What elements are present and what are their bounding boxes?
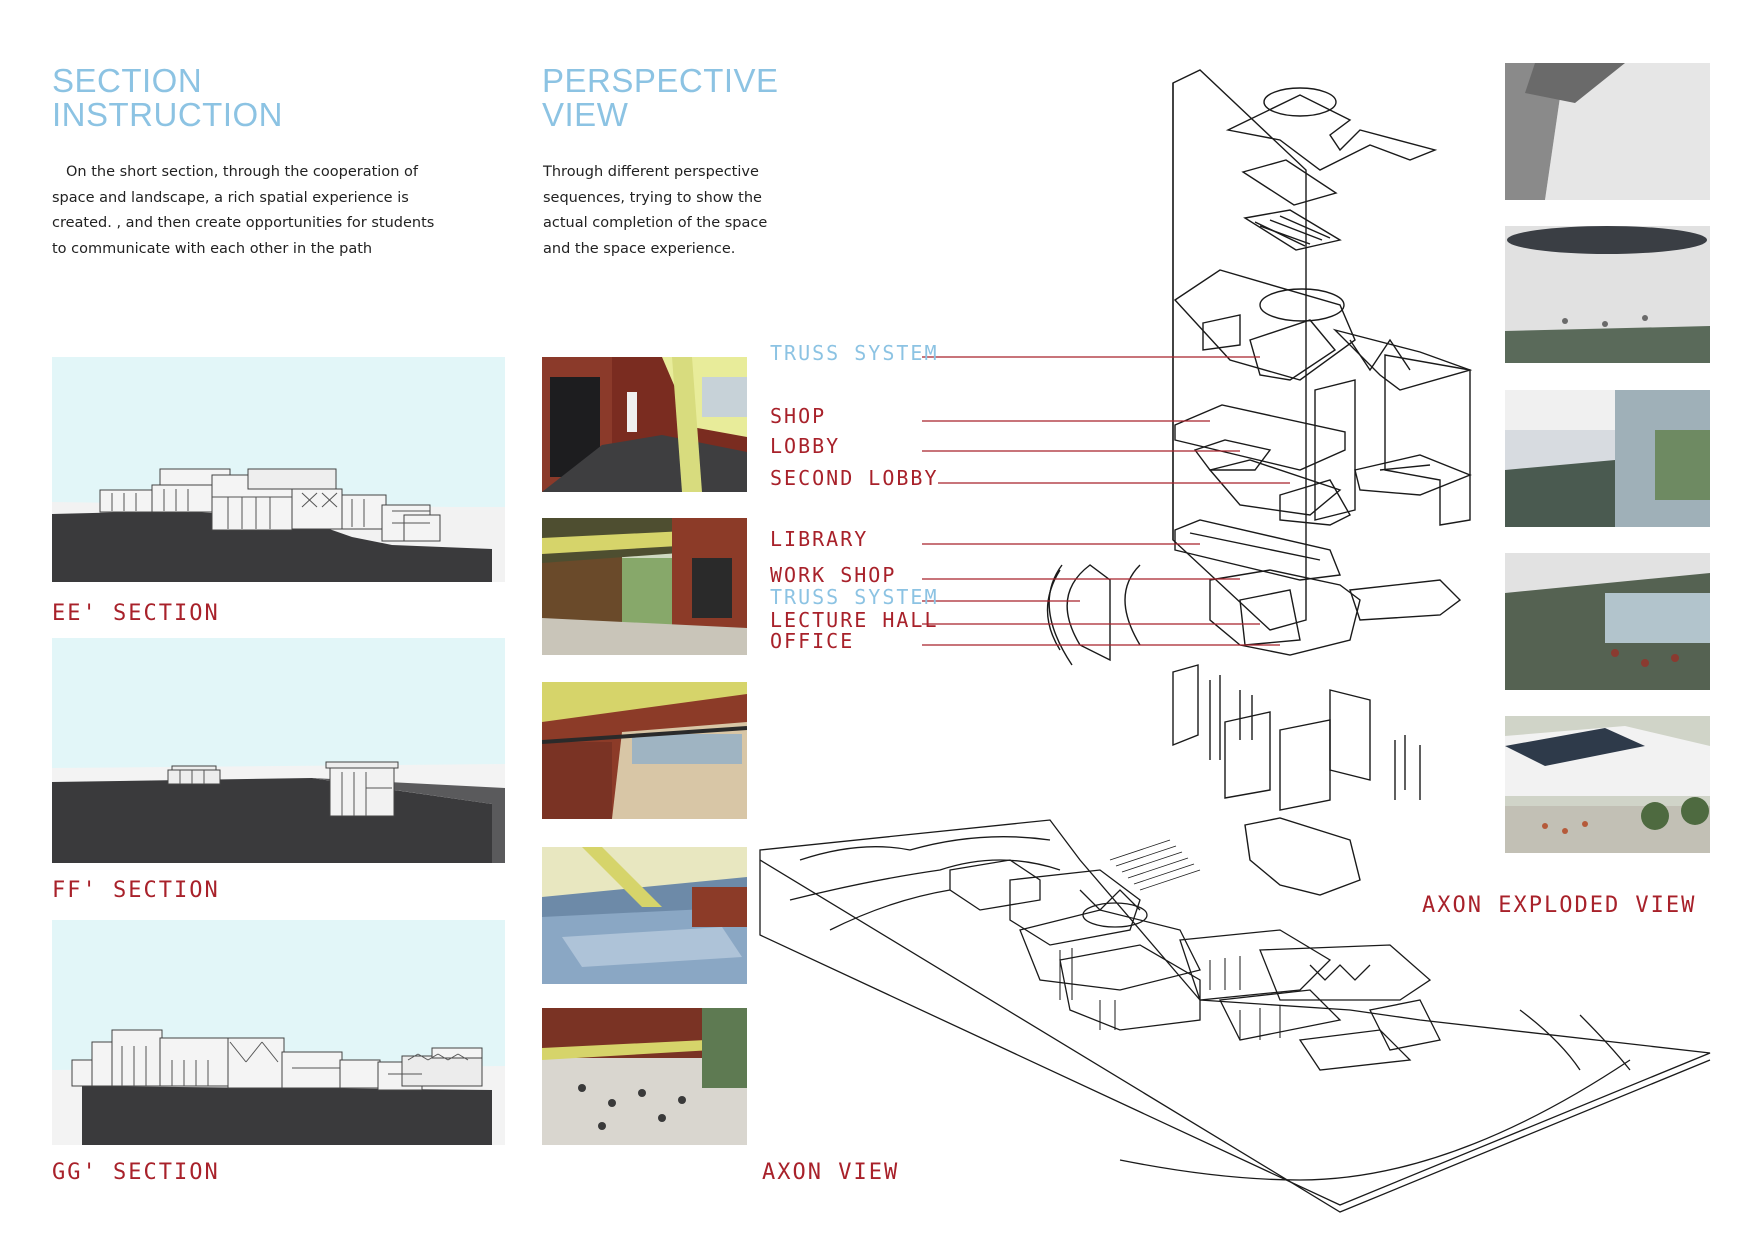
label-second-lobby: SECOND LOBBY <box>770 466 939 490</box>
section-instruction-title: SECTION INSTRUCTION <box>52 64 283 132</box>
perspective-view-line: actual completion of the space <box>543 215 768 231</box>
axon-exploded-view-label: AXON EXPLODED VIEW <box>1422 893 1697 918</box>
perspective-view-title-line1: PERSPECTIVE <box>542 62 779 99</box>
perspective-render-4 <box>542 847 747 984</box>
ee-section-drawing <box>52 357 505 582</box>
label-truss-system-bottom: TRUSS SYSTEM <box>770 585 939 609</box>
interior-render-3 <box>1505 390 1710 527</box>
gg-section-drawing <box>52 920 505 1145</box>
perspective-view-title-line2: VIEW <box>542 96 629 133</box>
section-instruction-line: space and landscape, a rich spatial expe… <box>52 189 409 206</box>
section-instruction-title-line1: SECTION <box>52 62 203 99</box>
ff-section-drawing <box>52 638 505 863</box>
section-instruction-title-line2: INSTRUCTION <box>52 96 283 133</box>
perspective-view-line: sequences, trying to show the <box>543 189 762 206</box>
section-instruction-line: On the short section, through the cooper… <box>66 164 418 180</box>
ff-section-label: FF' SECTION <box>52 878 220 903</box>
interior-render-1 <box>1505 63 1710 200</box>
perspective-render-3 <box>542 682 747 819</box>
perspective-view-line: and the space experience. <box>543 240 736 257</box>
perspective-render-2 <box>542 518 747 655</box>
label-lecture-hall: LECTURE HALL <box>770 608 939 632</box>
perspective-view-body: Through different perspective sequences,… <box>543 160 773 262</box>
label-shop: SHOP <box>770 404 827 428</box>
axon-view-label: AXON VIEW <box>762 1160 900 1185</box>
tower-shell <box>1172 69 1307 631</box>
section-instruction-line: created. , and then create opportunities… <box>52 215 435 231</box>
perspective-view-title: PERSPECTIVE VIEW <box>542 64 779 132</box>
perspective-render-1 <box>542 357 747 492</box>
exterior-render <box>1505 716 1710 853</box>
label-library: LIBRARY <box>770 527 869 551</box>
gg-section-label: GG' SECTION <box>52 1160 220 1185</box>
interior-render-4 <box>1505 553 1710 690</box>
section-instruction-line: to communicate with each other in the pa… <box>52 240 373 257</box>
perspective-render-5 <box>542 1008 747 1145</box>
label-office: OFFICE <box>770 629 855 653</box>
label-work-shop: WORK SHOP <box>770 563 897 587</box>
label-lobby: LOBBY <box>770 434 841 458</box>
axon-site-slab <box>759 819 1711 1206</box>
interior-render-2 <box>1505 226 1710 363</box>
section-instruction-body: On the short section, through the cooper… <box>52 160 450 262</box>
ee-section-label: EE' SECTION <box>52 601 220 626</box>
label-truss-system-top: TRUSS SYSTEM <box>770 341 939 365</box>
perspective-view-line: Through different perspective <box>543 164 759 180</box>
